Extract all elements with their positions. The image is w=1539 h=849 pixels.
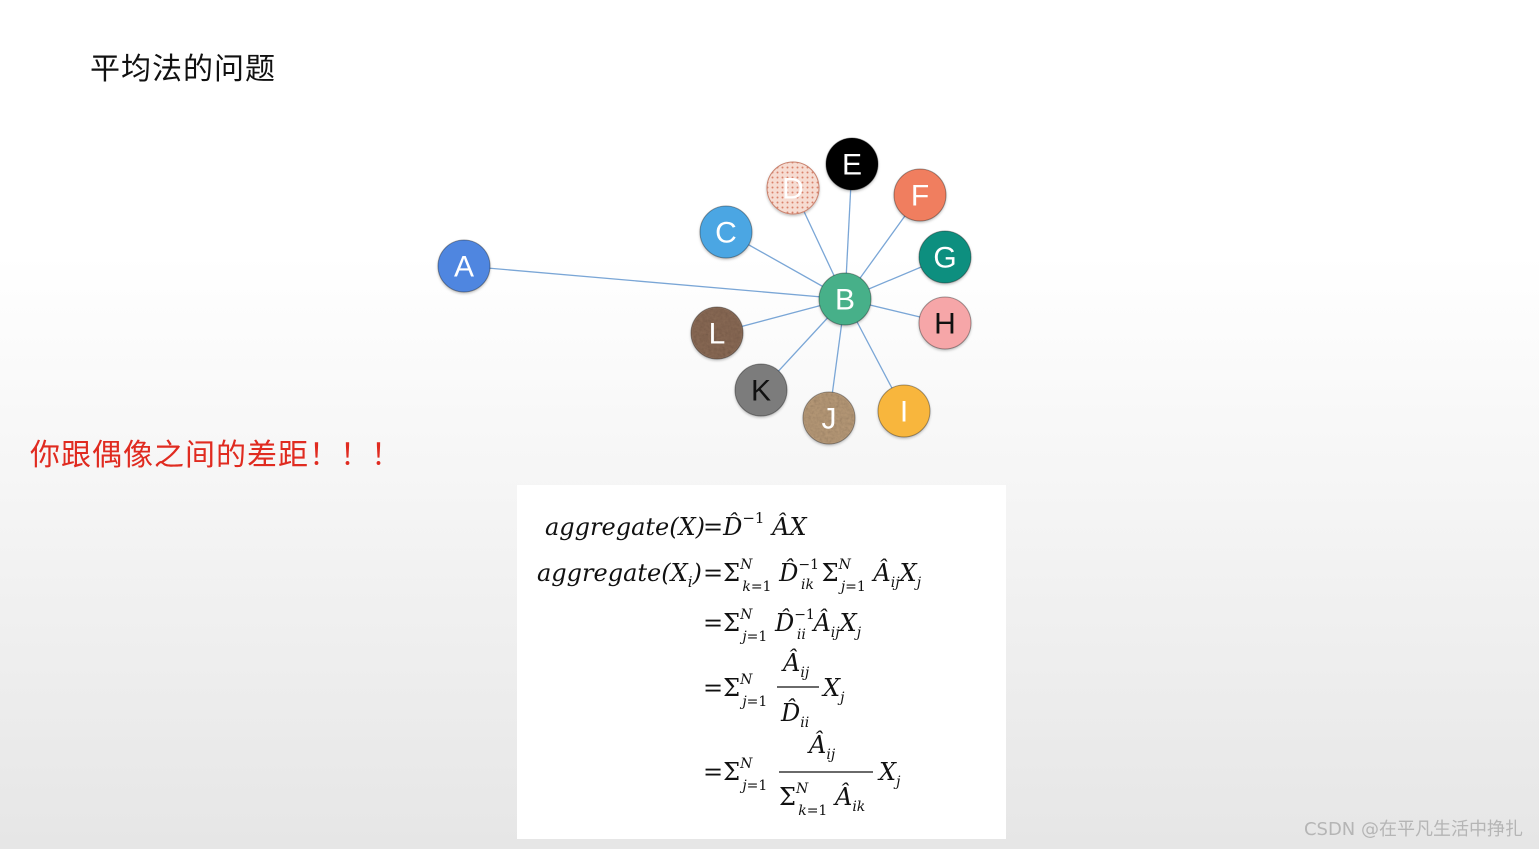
node-j: J — [802, 391, 856, 445]
nodes-layer: A B C D E FGH I J KL — [437, 137, 972, 445]
formula-line-5-num: Âij — [807, 730, 836, 763]
node-b-label: B — [835, 284, 855, 317]
formula-line-4-x: Xj — [821, 674, 845, 706]
edge-a-b — [463, 265, 846, 300]
node-c: C — [699, 205, 753, 259]
node-i-circle — [877, 384, 931, 438]
node-e: E — [825, 137, 879, 191]
node-k: K — [734, 363, 788, 417]
node-f-label: F — [911, 180, 929, 213]
node-g-label: G — [933, 242, 956, 275]
node-d-label: D — [782, 173, 804, 206]
node-l-label: L — [709, 318, 726, 351]
node-k-label: K — [751, 375, 771, 408]
node-b: B — [818, 272, 872, 326]
node-f: F — [893, 168, 947, 222]
node-g-circle — [918, 230, 972, 284]
node-d: D — [766, 161, 820, 215]
node-a: A — [437, 239, 491, 293]
node-i-label: I — [900, 396, 908, 429]
watermark: CSDN @在平凡生活中挣扎 — [1303, 819, 1523, 840]
formula-line-5-x: Xj — [877, 758, 901, 790]
formula-line-1-lhs: aggregate(X) — [545, 513, 705, 541]
node-c-label: C — [715, 217, 737, 250]
node-f-circle — [893, 168, 947, 222]
node-i: I — [877, 384, 931, 438]
formula-line-4-num: Âij — [781, 648, 810, 681]
node-j-texture — [804, 393, 854, 443]
formula-line-4-den: D̂ii — [780, 699, 809, 731]
node-g: G — [918, 230, 972, 284]
node-l: L — [690, 306, 744, 360]
node-a-circle — [437, 239, 491, 293]
node-j-label: J — [822, 403, 837, 436]
node-h-circle — [918, 296, 972, 350]
formula-line-1-rhs: =D̂−1 ÂX — [703, 509, 807, 541]
node-l-texture — [692, 308, 742, 358]
node-e-circle — [825, 137, 879, 191]
node-d-circle — [766, 161, 820, 215]
edges-layer — [463, 163, 946, 419]
node-b-circle — [818, 272, 872, 326]
node-c-circle — [699, 205, 753, 259]
node-h-label: H — [934, 308, 956, 341]
node-h: H — [918, 296, 972, 350]
red-note: 你跟偶像之间的差距！！！ — [30, 438, 402, 473]
slide-title: 平均法的问题 — [90, 52, 276, 87]
node-e-label: E — [842, 149, 862, 182]
node-k-circle — [734, 363, 788, 417]
formula-line-2-lhs: aggregate(Xi) — [537, 559, 702, 591]
node-a-label: A — [454, 251, 474, 284]
